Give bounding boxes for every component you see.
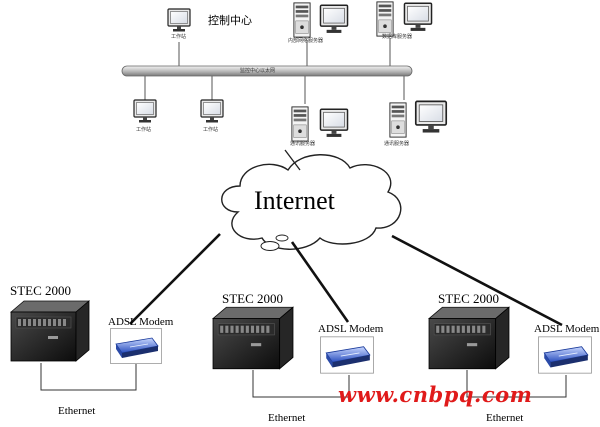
server-tower-icon — [389, 102, 407, 138]
backbone-label: 监控中心以太网 — [240, 68, 276, 74]
ethernet-link — [252, 370, 350, 398]
server-tower-icon — [291, 106, 309, 142]
cloud-puff-small — [275, 234, 289, 242]
workstation-icon — [200, 99, 224, 124]
site-modem-label: ADSL Modem — [318, 323, 384, 335]
site-device-label: STEC 2000 — [222, 291, 284, 306]
site-modem-label: ADSL Modem — [108, 316, 174, 328]
server-monitor-icon — [319, 4, 349, 34]
site-device-label: STEC 2000 — [438, 291, 500, 306]
workstation-label: 工作站 — [171, 34, 187, 40]
stec-cabinet — [10, 300, 90, 362]
ethernet-link — [466, 370, 567, 398]
workstation-icon — [133, 99, 157, 124]
site-modem-label: ADSL Modem — [534, 323, 600, 335]
internet-label: Internet — [254, 186, 335, 215]
site-link-label: Ethernet — [58, 405, 96, 417]
wan-link-1 — [129, 233, 221, 325]
ethernet-backbone — [121, 65, 413, 77]
control-center-title: 控制中心 — [208, 14, 252, 27]
server-label: 通讯服务器 — [384, 141, 410, 147]
wan-link-3 — [391, 234, 563, 327]
server-monitor-icon — [319, 108, 349, 138]
stec-cabinet — [428, 306, 510, 370]
stec-cabinet — [212, 306, 294, 370]
server-label: 内部网络服务器 — [288, 38, 324, 44]
workstation-icon — [167, 8, 191, 33]
wan-link-2 — [290, 241, 350, 323]
workstation-label: 工作站 — [203, 127, 219, 133]
server-label: 通讯服务器 — [290, 141, 316, 147]
server-monitor-icon — [414, 100, 448, 134]
ethernet-link — [40, 363, 137, 391]
adsl-modem — [538, 336, 592, 374]
server-monitor-icon — [403, 2, 433, 32]
adsl-modem — [110, 328, 162, 364]
adsl-modem — [320, 336, 374, 374]
watermark: www.cnbpq.com — [338, 382, 533, 407]
site-link-label: Ethernet — [486, 412, 524, 424]
site-link-label: Ethernet — [268, 412, 306, 424]
site-device-label: STEC 2000 — [10, 283, 72, 298]
server-tower-icon — [293, 2, 311, 38]
cloud-puff — [260, 241, 280, 251]
server-label: 数据库服务器 — [382, 34, 413, 40]
server-tower-icon — [376, 1, 394, 37]
uplink-control-center — [284, 149, 301, 171]
workstation-label: 工作站 — [136, 127, 152, 133]
